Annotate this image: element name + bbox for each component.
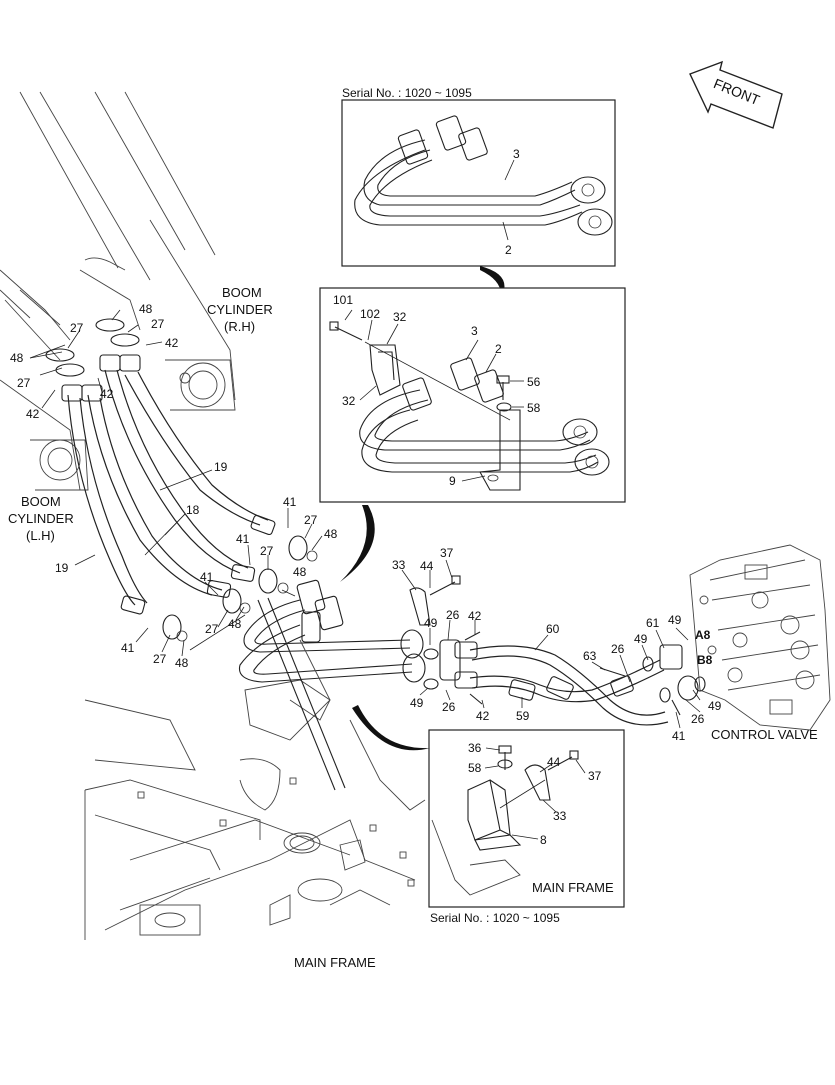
callout-49a: 49 — [424, 616, 438, 630]
callout-27h: 27 — [153, 652, 167, 666]
connector-swoosh-3 — [352, 705, 430, 751]
callout-32a: 32 — [393, 310, 407, 324]
control-valve-hoses — [409, 575, 706, 726]
inset-top-pipes — [354, 115, 613, 241]
main-pipes — [238, 579, 426, 791]
inset-bottom-parts — [431, 745, 586, 896]
callout-102: 102 — [360, 307, 380, 321]
callout-26c: 26 — [611, 642, 625, 656]
callout-48e: 48 — [293, 565, 307, 579]
callout-36: 36 — [468, 741, 482, 755]
serial-label-bottom: Serial No. : 1020 ~ 1095 — [430, 911, 560, 925]
callout-leaders-right — [401, 559, 701, 729]
inset-middle-pipes — [329, 309, 610, 491]
callout-26a: 26 — [446, 608, 460, 622]
callout-37: 37 — [440, 546, 454, 560]
boom-lh-label-1: BOOM — [21, 494, 61, 509]
callout-32b: 32 — [342, 394, 356, 408]
callout-3-top: 3 — [513, 147, 520, 161]
callout-63: 63 — [583, 649, 597, 663]
callout-9: 9 — [449, 474, 456, 488]
boom-rh-label-1: BOOM — [222, 285, 262, 300]
callout-49d: 49 — [668, 613, 682, 627]
callout-27g: 27 — [205, 622, 219, 636]
callout-27c: 27 — [17, 376, 31, 390]
callout-49e: 49 — [708, 699, 722, 713]
control-valve — [689, 544, 831, 731]
port-b8-label: B8 — [697, 653, 713, 667]
callout-27e: 27 — [304, 513, 318, 527]
callout-18: 18 — [186, 503, 200, 517]
boom-rh-label-2: CYLINDER — [207, 302, 273, 317]
callout-59: 59 — [516, 709, 530, 723]
inset-bottom-box — [428, 729, 625, 908]
inset-middle-box — [319, 287, 626, 503]
callout-44-bottom: 44 — [547, 755, 561, 769]
callout-48f: 48 — [228, 617, 242, 631]
callout-48b: 48 — [10, 351, 24, 365]
callout-56: 56 — [527, 375, 541, 389]
callout-44: 44 — [420, 559, 434, 573]
callout-3-mid: 3 — [471, 324, 478, 338]
callout-49b: 49 — [410, 696, 424, 710]
connector-swoosh-2 — [340, 505, 375, 582]
connector-swoosh-1 — [480, 266, 505, 300]
callout-19a: 19 — [214, 460, 228, 474]
callout-2-mid: 2 — [495, 342, 502, 356]
callout-37-bottom: 37 — [588, 769, 602, 783]
callout-41d: 41 — [121, 641, 135, 655]
boom-cylinder-lh — [0, 269, 89, 491]
callout-2-top: 2 — [505, 243, 512, 257]
boom-lh-label-2: CYLINDER — [8, 511, 74, 526]
callout-41e: 41 — [672, 729, 686, 743]
callout-42c: 42 — [100, 387, 114, 401]
callout-27b: 27 — [70, 321, 84, 335]
callout-101: 101 — [333, 293, 353, 307]
boom-rh-label-3: (R.H) — [224, 319, 255, 334]
callout-48a: 48 — [139, 302, 153, 316]
callout-49c: 49 — [634, 632, 648, 646]
callout-26d: 26 — [691, 712, 705, 726]
callout-19b: 19 — [55, 561, 69, 575]
callout-8: 8 — [540, 833, 547, 847]
port-a8-label: A8 — [695, 628, 711, 642]
callout-33-bottom: 33 — [553, 809, 567, 823]
callout-42b: 42 — [26, 407, 40, 421]
callout-60: 60 — [546, 622, 560, 636]
front-arrow-icon: FRONT — [689, 60, 783, 129]
hose-group — [45, 318, 318, 642]
callout-42d: 42 — [468, 609, 482, 623]
callout-41a: 41 — [283, 495, 297, 509]
callout-58-bottom: 58 — [468, 761, 482, 775]
boom-cylinder-rh — [19, 91, 236, 411]
callout-33: 33 — [392, 558, 406, 572]
callout-42e: 42 — [476, 709, 490, 723]
callout-42a: 42 — [165, 336, 179, 350]
callout-leaders-main — [29, 309, 323, 657]
boom-lh-label-3: (L.H) — [26, 528, 55, 543]
callout-58-mid: 58 — [527, 401, 541, 415]
callout-26b: 26 — [442, 700, 456, 714]
callout-41c: 41 — [200, 570, 214, 584]
callout-27a: 27 — [151, 317, 165, 331]
callout-27f: 27 — [260, 544, 274, 558]
callout-48g: 48 — [175, 656, 189, 670]
main-frame-inset-label: MAIN FRAME — [532, 880, 614, 895]
serial-label-top: Serial No. : 1020 ~ 1095 — [342, 86, 472, 100]
main-frame-structure — [84, 699, 426, 940]
control-valve-label: CONTROL VALVE — [711, 727, 818, 742]
callout-61: 61 — [646, 616, 660, 630]
callout-41b: 41 — [236, 532, 250, 546]
main-frame-label: MAIN FRAME — [294, 955, 376, 970]
callout-48d: 48 — [324, 527, 338, 541]
